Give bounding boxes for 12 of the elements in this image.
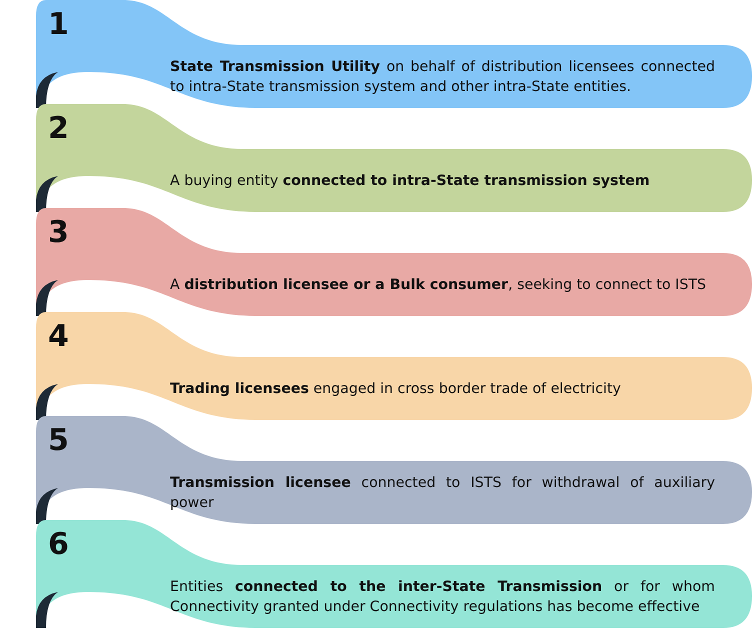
step-number: 6	[48, 528, 69, 562]
step-number: 2	[48, 112, 69, 146]
description-text: Transmission licensee connected to ISTS for withdrawal of auxiliary power	[170, 474, 715, 512]
description-text: A distribution licensee or a Bulk consumer, seeking to connect to ISTS	[170, 276, 708, 294]
description-text: State Transmission Utility on behalf of distribution licensees connected to intra-State transmission system and other intra-State entities.	[170, 58, 715, 96]
description-text: A buying entity connected to intra-State transmission system	[170, 172, 651, 190]
step-number: 3	[48, 216, 69, 250]
description-text: Entities connected to the inter-State Transmission or for whom Connectivity granted under Connectivity regulations has become effective	[170, 578, 715, 616]
description-text: Trading licensees engaged in cross border trade of electricity	[170, 380, 622, 398]
step-number: 1	[48, 8, 69, 42]
step-number: 4	[48, 320, 69, 354]
step-number: 5	[48, 424, 69, 458]
